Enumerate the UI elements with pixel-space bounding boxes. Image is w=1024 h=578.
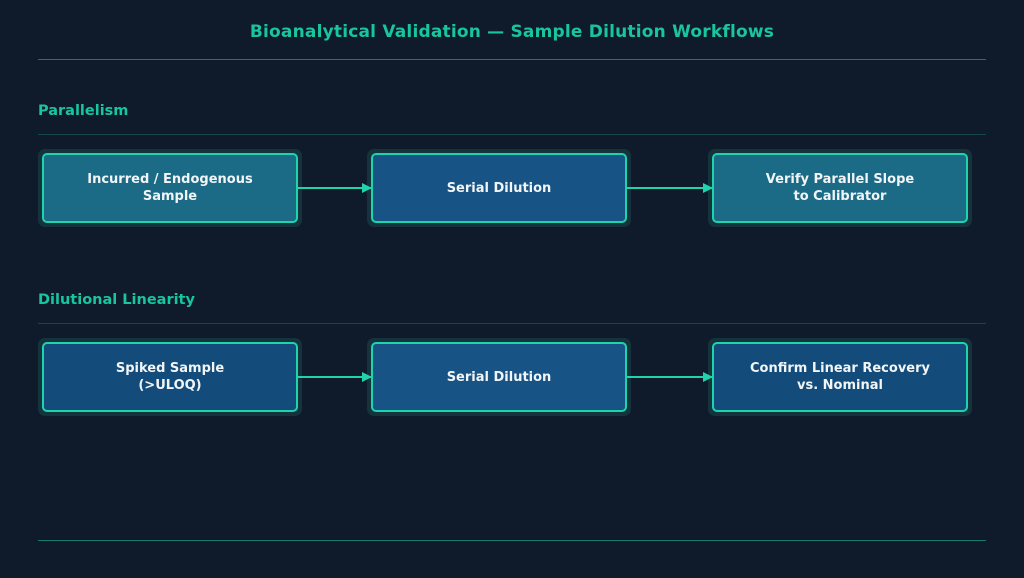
node-serial-dilution-parallelism: Serial Dilution bbox=[371, 153, 627, 223]
node-spiked-sample: Spiked Sample (>ULOQ) bbox=[42, 342, 298, 412]
node-wrap-serial-dilution-2: Serial Dilution bbox=[367, 338, 631, 416]
section-divider-parallelism bbox=[38, 134, 986, 135]
footer-divider bbox=[38, 540, 986, 541]
node-wrap-incurred-sample: Incurred / Endogenous Sample bbox=[38, 149, 302, 227]
diagram-title: Bioanalytical Validation — Sample Diluti… bbox=[249, 22, 775, 42]
node-confirm-linear-recovery: Confirm Linear Recovery vs. Nominal bbox=[712, 342, 968, 412]
section-label-dilutional-linearity: Dilutional Linearity bbox=[38, 292, 195, 308]
node-serial-dilution-linearity: Serial Dilution bbox=[371, 342, 627, 412]
node-verify-parallel-slope: Verify Parallel Slope to Calibrator bbox=[712, 153, 968, 223]
node-wrap-serial-dilution-1: Serial Dilution bbox=[367, 149, 631, 227]
node-wrap-spiked-sample: Spiked Sample (>ULOQ) bbox=[38, 338, 302, 416]
title-divider bbox=[38, 59, 986, 60]
node-wrap-confirm-recovery: Confirm Linear Recovery vs. Nominal bbox=[708, 338, 972, 416]
node-wrap-verify-slope: Verify Parallel Slope to Calibrator bbox=[708, 149, 972, 227]
section-divider-linearity bbox=[38, 323, 986, 324]
section-label-parallelism: Parallelism bbox=[38, 103, 129, 119]
node-incurred-sample: Incurred / Endogenous Sample bbox=[42, 153, 298, 223]
